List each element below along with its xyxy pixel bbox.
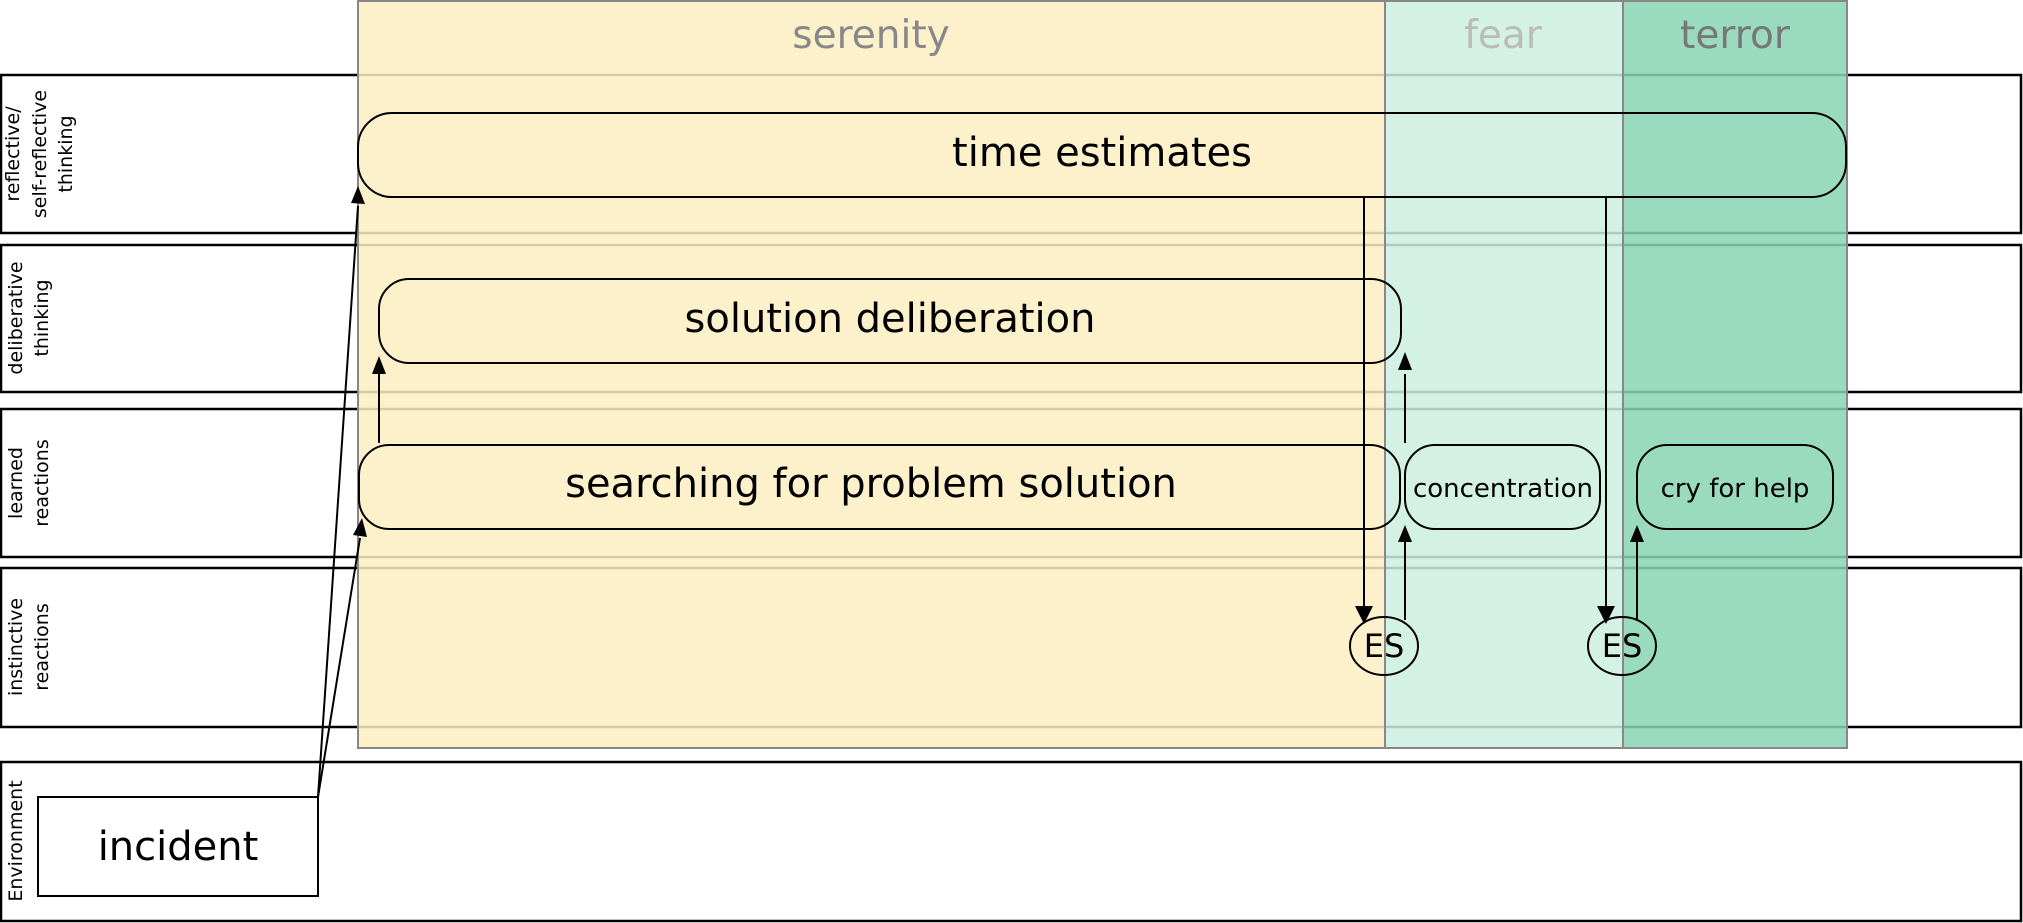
box-cry-for-help-label: cry for help [1661, 474, 1810, 504]
emotion-zones: serenity fear terror [357, 0, 1848, 749]
box-solution-deliberation [378, 278, 1402, 364]
arrowhead-concentration [1398, 525, 1412, 542]
arrowhead-es1 [1355, 606, 1373, 624]
arrowhead-deliberation-left [372, 356, 386, 374]
arrows [317, 197, 1638, 798]
box-time-estimates [357, 112, 1847, 198]
zone-fear [1384, 0, 1624, 749]
lane-labels: reflective/ self-reflective thinking del… [2, 90, 77, 902]
lane-label-learned-1: learned [5, 447, 27, 519]
es-node-2 [1587, 616, 1657, 676]
zone-label-serenity: serenity [792, 13, 949, 58]
box-searching-label: searching for problem solution [565, 461, 1177, 507]
lane-label-deliberative-1: deliberative [5, 261, 27, 374]
arrow-incident-to-time-estimates [317, 205, 359, 798]
lane-label-reflective-3: thinking [55, 115, 77, 192]
arrowhead-cry-for-help [1630, 525, 1644, 542]
arrowhead-es2 [1597, 606, 1615, 624]
zone-label-terror: terror [1680, 13, 1791, 58]
box-solution-deliberation-label: solution deliberation [685, 296, 1096, 342]
process-boxes: time estimates solution deliberation sea… [37, 112, 1847, 897]
es-node-1-label: ES [1364, 627, 1405, 665]
lane-label-learned-2: reactions [31, 439, 53, 526]
es-node-2-label: ES [1602, 627, 1643, 665]
lane-label-deliberative-2: thinking [31, 279, 53, 356]
lane-label-environment: Environment [5, 780, 27, 901]
arrowheads [351, 186, 1644, 624]
arrowhead-time-estimates [351, 186, 365, 204]
box-incident-label: incident [98, 824, 259, 870]
zone-label-fear: fear [1464, 13, 1543, 58]
lane-label-reflective-2: self-reflective [29, 90, 51, 218]
zone-terror [1622, 0, 1848, 749]
box-cry-for-help [1636, 444, 1834, 530]
es-node-1 [1349, 616, 1419, 676]
box-concentration [1404, 444, 1601, 530]
zone-serenity [357, 0, 1386, 749]
box-concentration-label: concentration [1413, 474, 1593, 504]
box-searching [358, 444, 1401, 530]
lane-label-instinctive-2: reactions [31, 603, 53, 690]
lane-label-reflective-1: reflective/ [2, 106, 24, 202]
arrowhead-deliberation-right [1398, 352, 1412, 370]
box-incident [37, 796, 319, 897]
arrowhead-searching [353, 518, 367, 537]
lane-environment [0, 760, 2023, 923]
arrow-incident-to-searching [317, 537, 361, 798]
lane-label-instinctive-1: instinctive [5, 598, 27, 696]
box-time-estimates-label: time estimates [952, 130, 1252, 176]
